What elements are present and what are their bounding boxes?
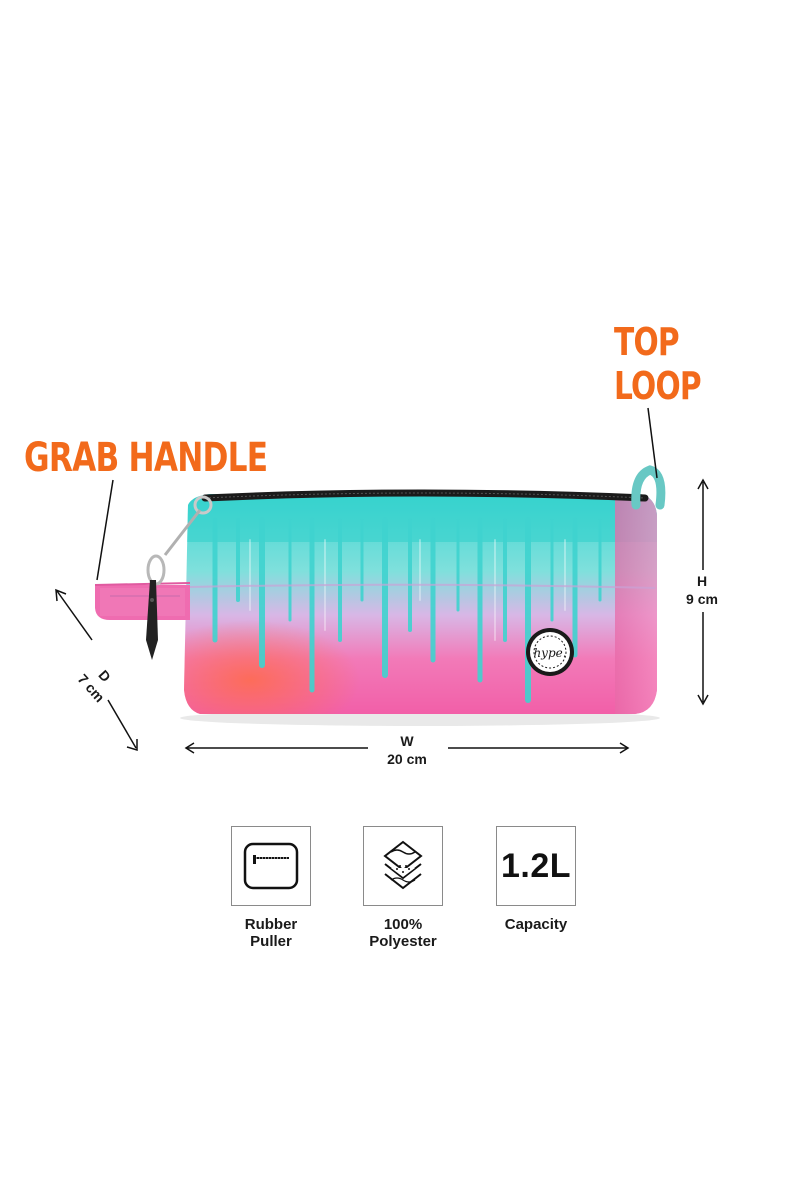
height-dimension: H 9 cm — [684, 572, 720, 608]
width-value: 20 cm — [387, 751, 427, 767]
brand-logo: hype. — [533, 646, 566, 660]
feature-capacity: 1.2L Capacity — [476, 826, 596, 933]
height-letter: H — [696, 573, 708, 589]
top-loop-callout: TOP LOOP — [614, 320, 702, 408]
width-letter: W — [400, 733, 414, 749]
top-loop-line2: LOOP — [614, 364, 702, 408]
capacity-value: 1.2L — [500, 846, 572, 885]
fabric-layers-icon — [363, 826, 443, 906]
feature-label-line1: Rubber — [244, 916, 298, 933]
feature-polyester: 100% Polyester — [343, 826, 463, 950]
feature-rubber-puller: Rubber Puller — [211, 826, 331, 950]
zipper-pocket-icon — [231, 826, 311, 906]
grab-handle-callout: GRAB HANDLE — [24, 435, 268, 481]
feature-label-line1: Capacity — [504, 916, 568, 933]
feature-label-line1: 100% — [383, 916, 423, 933]
width-dimension: W 20 cm — [370, 732, 444, 768]
feature-label-line2: Puller — [250, 933, 292, 950]
height-value: 9 cm — [686, 591, 718, 607]
feature-label-line2: Polyester — [369, 933, 437, 950]
capacity-box: 1.2L — [496, 826, 576, 906]
top-loop-line1: TOP — [614, 320, 680, 364]
